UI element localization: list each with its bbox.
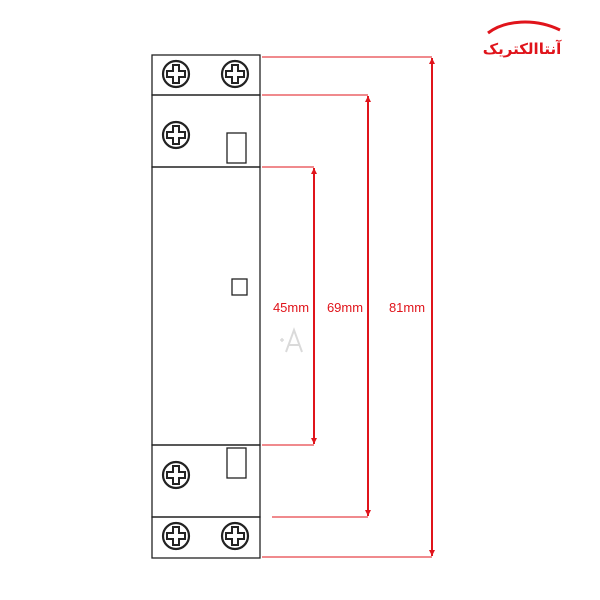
center-body [151, 166, 261, 446]
brand-logo: آنتاالکتریک [483, 20, 562, 58]
dimension-label-45mm: 45mm [273, 300, 309, 315]
dimension-label-69mm: 69mm [327, 300, 363, 315]
logo-car-swoosh [487, 20, 561, 35]
center-indicator-window [231, 278, 248, 296]
extension-lines [262, 56, 432, 558]
contactor-device [151, 54, 261, 559]
terminal-screw-icon [220, 521, 250, 551]
logo-text: آنتاالکتریک [483, 40, 562, 58]
a-watermark-icon [280, 327, 303, 353]
bottom-terminal-block [151, 516, 261, 559]
lower-tab [226, 447, 247, 479]
terminal-screw-icon [161, 460, 191, 490]
upper-tab [226, 132, 247, 164]
terminal-screw-icon [161, 120, 191, 150]
terminal-screw-icon [220, 59, 250, 89]
terminal-screw-icon [161, 521, 191, 551]
dimension-label-81mm: 81mm [389, 300, 425, 315]
terminal-screw-icon [161, 59, 191, 89]
